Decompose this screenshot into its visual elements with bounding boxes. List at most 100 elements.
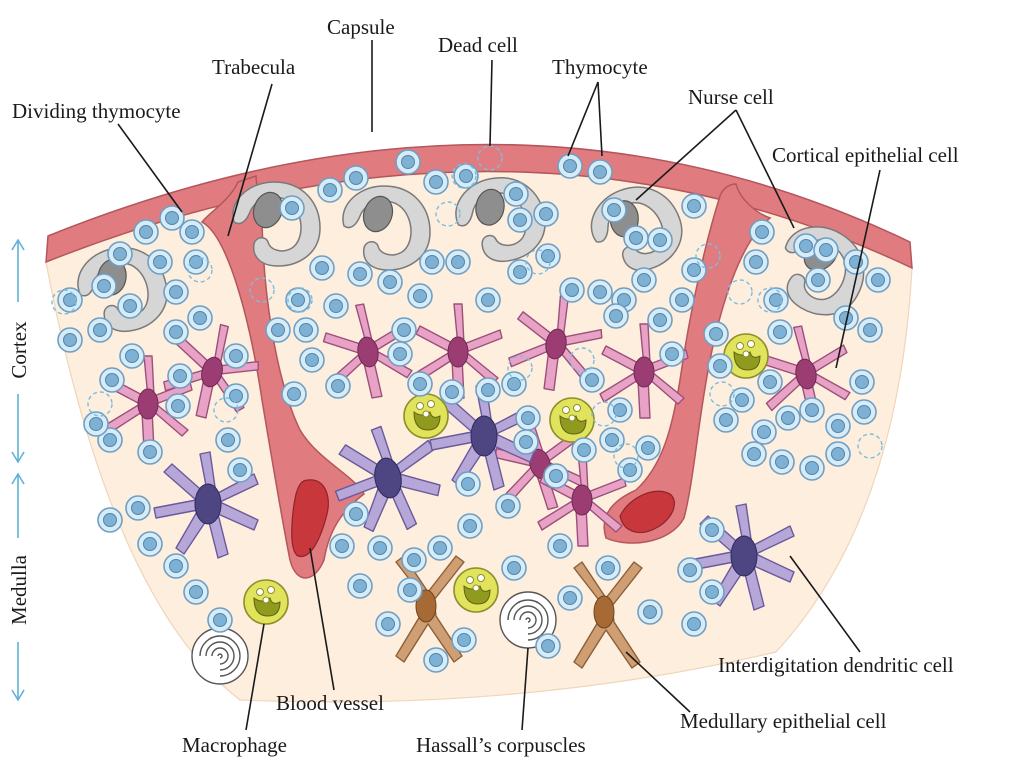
thymocyte <box>775 405 801 431</box>
thymocyte <box>637 599 663 625</box>
leader-thymocyte-a <box>567 81 599 157</box>
thymocyte <box>387 341 413 367</box>
thymocyte <box>769 449 795 475</box>
thymocyte <box>475 377 501 403</box>
thymocyte <box>763 287 789 313</box>
thymocyte <box>137 439 163 465</box>
thymocyte <box>843 249 869 275</box>
hassalls-corpuscle <box>191 627 249 685</box>
thymocyte <box>395 149 421 175</box>
thymocyte <box>513 429 539 455</box>
label-interdigitation-dendritic-cell: Interdigitation dendritic cell <box>718 653 954 677</box>
leader-hassall <box>521 647 529 731</box>
label-medullary-epithelial-cell: Medullary epithelial cell <box>680 709 887 733</box>
thymocyte <box>347 573 373 599</box>
thymocyte <box>707 353 733 379</box>
thymocyte <box>167 363 193 389</box>
thymocyte <box>97 507 123 533</box>
thymocyte <box>147 249 173 275</box>
thymocyte <box>757 369 783 395</box>
macrophage <box>549 397 595 443</box>
thymocyte <box>501 555 527 581</box>
thymocyte <box>281 381 307 407</box>
label-hassalls-corpuscles: Hassall’s corpuscles <box>416 733 586 757</box>
label-trabecula: Trabecula <box>212 55 296 79</box>
leader-cortical-epithelial <box>835 169 881 369</box>
thymocyte <box>857 317 883 343</box>
leader-dendritic <box>789 555 861 653</box>
blood-vessel-left <box>291 479 329 558</box>
thymocyte <box>419 249 445 275</box>
leader-trabecula <box>227 83 273 237</box>
thymocyte <box>825 413 851 439</box>
thymocyte <box>107 241 133 267</box>
thymocyte <box>617 457 643 483</box>
macrophage <box>453 567 499 613</box>
thymocyte <box>137 531 163 557</box>
thymocyte <box>293 317 319 343</box>
thymocyte <box>265 317 291 343</box>
thymocyte <box>557 153 583 179</box>
thymocyte <box>91 273 117 299</box>
thymocyte <box>375 611 401 637</box>
thymocyte <box>599 427 625 453</box>
thymocyte <box>547 533 573 559</box>
thymocyte <box>119 343 145 369</box>
leader-dividing-thymocyte <box>117 123 183 213</box>
thymocyte <box>533 201 559 227</box>
thymocyte <box>285 287 311 313</box>
thymocyte <box>677 557 703 583</box>
thymocyte <box>601 197 627 223</box>
thymocyte <box>329 533 355 559</box>
thymocyte <box>659 341 685 367</box>
thymocyte <box>317 177 343 203</box>
label-capsule: Capsule <box>327 15 395 39</box>
thymocyte <box>607 397 633 423</box>
thymocyte <box>347 261 373 287</box>
thymocyte <box>455 471 481 497</box>
thymocyte <box>501 371 527 397</box>
trabecula-left <box>200 174 365 579</box>
medulla-arrow-head-top <box>11 472 25 485</box>
thymocyte <box>813 237 839 263</box>
thymocyte <box>183 579 209 605</box>
thymocyte <box>535 633 561 659</box>
thymocyte <box>495 493 521 519</box>
leader-nurse-b <box>735 109 795 229</box>
thymocyte <box>343 501 369 527</box>
thymocyte <box>559 277 585 303</box>
macrophage <box>403 393 449 439</box>
leader-blood-vessel <box>309 547 335 691</box>
label-blood-vessel: Blood vessel <box>276 691 384 715</box>
thymocyte <box>749 219 775 245</box>
leader-macrophage <box>245 623 265 731</box>
leader-medullary-epithelial <box>625 651 691 713</box>
thymocyte <box>165 393 191 419</box>
thymocyte <box>57 287 83 313</box>
thymocyte <box>179 219 205 245</box>
thymocyte <box>279 195 305 221</box>
thymocyte <box>407 283 433 309</box>
thymocyte <box>439 379 465 405</box>
thymocyte <box>743 249 769 275</box>
thymocyte <box>325 373 351 399</box>
leader-nurse-a <box>635 109 737 201</box>
thymocyte <box>163 319 189 345</box>
thymocyte <box>767 319 793 345</box>
thymocyte <box>647 227 673 253</box>
thymocyte <box>699 579 725 605</box>
thymocyte <box>323 293 349 319</box>
thymocyte <box>451 627 477 653</box>
leader-lines <box>117 40 881 731</box>
thymocyte <box>805 267 831 293</box>
thymocyte <box>407 371 433 397</box>
label-nurse-cell: Nurse cell <box>688 85 774 109</box>
thymocyte <box>475 287 501 313</box>
thymocyte <box>535 243 561 269</box>
thymocyte <box>299 347 325 373</box>
thymocyte <box>713 407 739 433</box>
thymocyte <box>117 293 143 319</box>
thymocyte <box>377 269 403 295</box>
thymocyte <box>603 303 629 329</box>
thymocyte <box>703 321 729 347</box>
